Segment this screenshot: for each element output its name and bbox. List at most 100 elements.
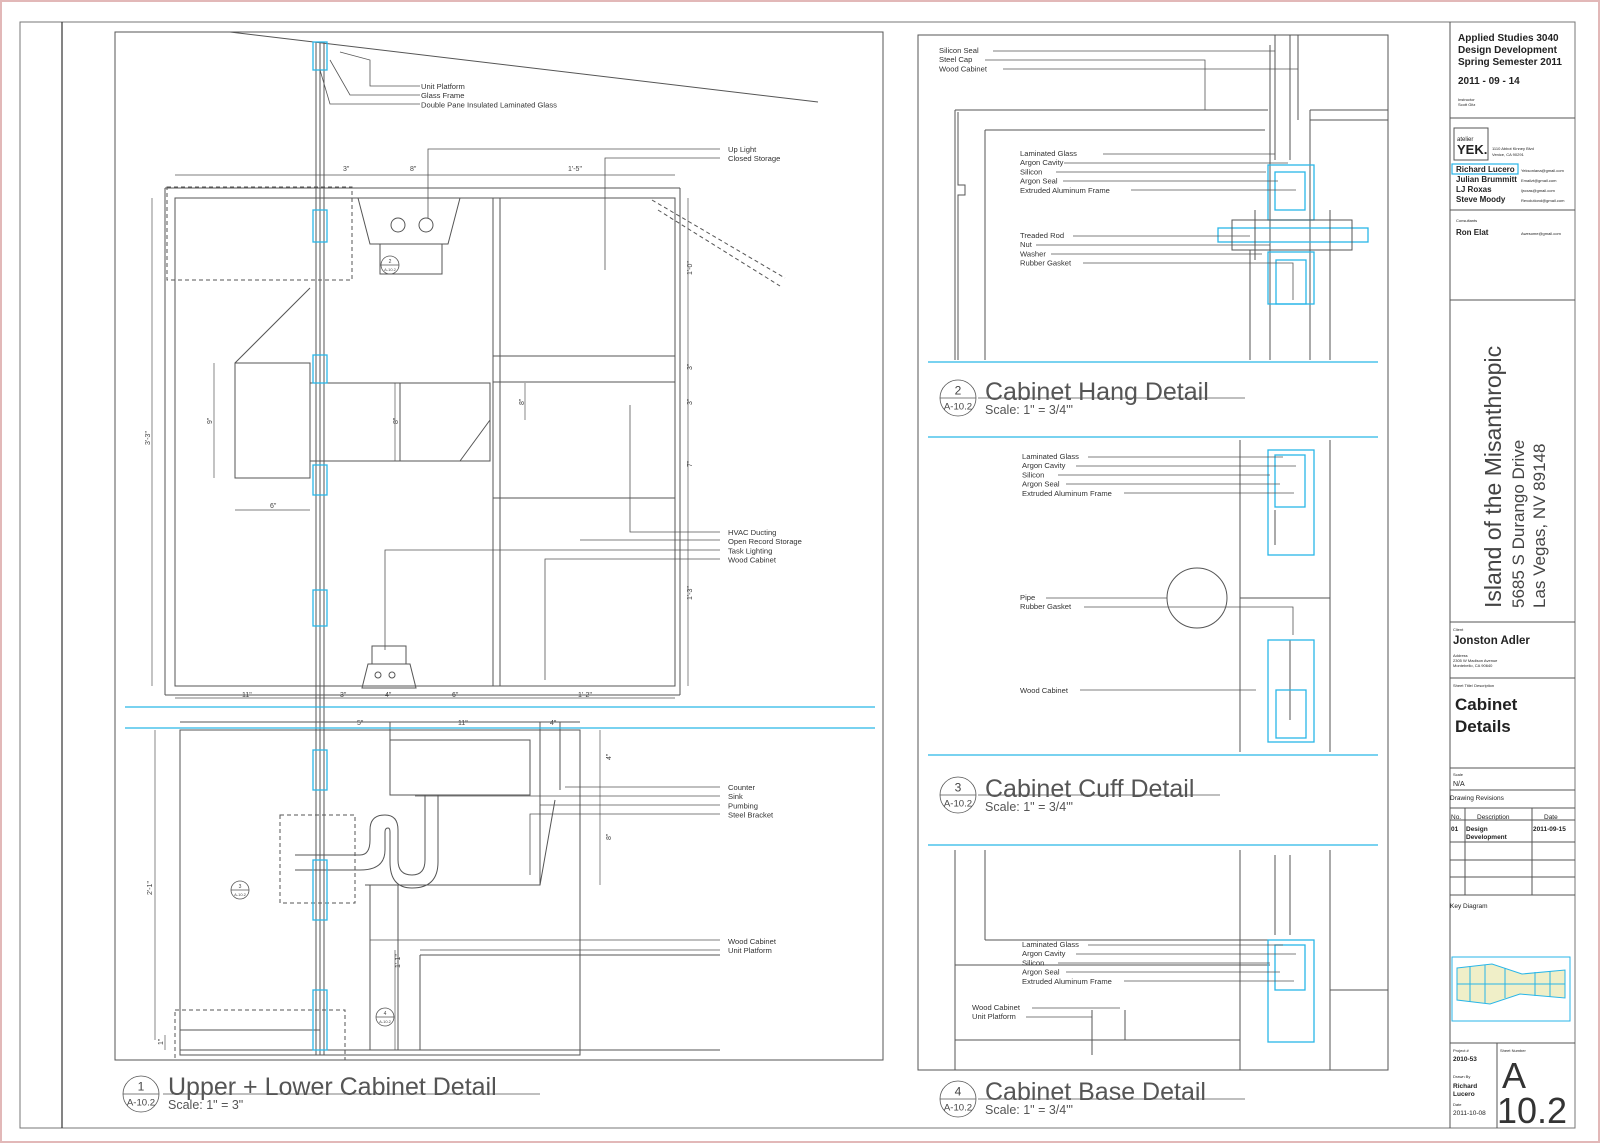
callout-label: Task Lighting	[728, 546, 772, 555]
detail-reference-bubble: 4A-10.2	[939, 1080, 977, 1118]
issue-date: 2011 - 09 - 14	[1458, 76, 1520, 87]
callout-label: Nut	[1020, 240, 1033, 249]
key-diagram-image	[1451, 956, 1571, 1022]
bubble-number: 3	[955, 780, 962, 794]
instructor-name: Scott Gitz	[1458, 102, 1475, 107]
firm-logo: YEK.	[1457, 142, 1487, 157]
revisions-label: Drawing Revisions	[1450, 795, 1505, 802]
detail-reference-bubble: 3A-10.2	[230, 880, 250, 900]
bubble-sheet: A-10.2	[384, 267, 397, 272]
rev-header: No.	[1451, 814, 1461, 821]
detail-reference-bubble: 2A-10.2	[380, 255, 400, 275]
callout-label: Counter	[728, 783, 755, 792]
detail-title-text: Cabinet Base Detail	[985, 1078, 1206, 1106]
callout-label: Laminated Glass	[1020, 149, 1077, 158]
bubble-sheet: A-10.2	[127, 1098, 155, 1109]
callout-label: Laminated Glass	[1022, 940, 1079, 949]
team-member-name: Steve Moody	[1456, 195, 1506, 204]
dimension-label: 7"	[687, 460, 694, 467]
course-line: Applied Studies 3040	[1458, 33, 1559, 44]
bubble-number: 1	[138, 1079, 145, 1093]
bubble-number: 4	[955, 1084, 962, 1098]
consultants-label: Consultants	[1456, 218, 1477, 223]
sheet-title: Details	[1455, 717, 1511, 736]
callout-label: Wood Cabinet	[728, 556, 777, 565]
callout-label: Argon Seal	[1022, 480, 1060, 489]
dimension-label: 3'-3"	[145, 431, 152, 445]
instructor-label: Instructor	[1458, 97, 1475, 102]
detail-scale-text: Scale: 1" = 3/4"'	[985, 1103, 1073, 1117]
client-address: Montebello, CA 90640	[1453, 663, 1493, 668]
dimension-label: 11"	[458, 720, 468, 727]
team-member-name: Julian Brummitt	[1456, 175, 1517, 184]
dimension-label: 8"	[519, 398, 526, 405]
project-address-1: 5685 S Durango Drive	[1509, 440, 1528, 608]
dimension-label: 3"	[687, 363, 694, 370]
callout-label: Closed Storage	[728, 154, 780, 163]
project-name: Island of the Misanthropic	[1480, 346, 1506, 608]
callout-label: Steel Bracket	[728, 811, 774, 820]
callout-label: Laminated Glass	[1022, 452, 1079, 461]
callout-label: Silicon	[1020, 167, 1042, 176]
team-member-name: Richard Lucero	[1456, 165, 1515, 174]
date-label: Date	[1453, 1102, 1462, 1107]
detail-title-text: Cabinet Cuff Detail	[985, 775, 1194, 803]
detail-reference-bubble: 4A-10.2	[375, 1007, 395, 1027]
project-number-label: Project #	[1453, 1048, 1470, 1053]
rev-description: Development	[1466, 834, 1508, 841]
dimension-label: 1'-1"	[395, 954, 402, 968]
callout-label: Argon Cavity	[1022, 461, 1066, 470]
bubble-number: 3	[239, 884, 242, 890]
callout-label: Argon Seal	[1020, 177, 1058, 186]
key-diagram-label: Key Diagram	[1450, 903, 1488, 910]
sheet-number: 10.2	[1497, 1090, 1567, 1131]
dimension-label: 1'-5"	[568, 166, 582, 173]
project-address-2: Las Vegas, NV 89148	[1530, 444, 1549, 608]
detail-1-leaders	[319, 51, 720, 951]
callout-label: Wood Cabinet	[972, 1003, 1021, 1012]
drawn-by: Lucero	[1453, 1091, 1475, 1098]
team-member-email: Revolutiond@gmail.com	[1521, 198, 1565, 203]
detail-scale-text: Scale: 1" = 3/4"'	[985, 403, 1073, 417]
consultant-name: Ron Elat	[1456, 228, 1489, 237]
detail-2-rod	[1231, 210, 1353, 260]
callout-label: Pipe	[1020, 593, 1035, 602]
drawn-by-label: Drawn By	[1453, 1074, 1470, 1079]
firm-address: 1110 Abbot Kinney Blvd	[1492, 146, 1534, 151]
callout-label: HVAC Ducting	[728, 528, 776, 537]
callout-label: Argon Seal	[1022, 968, 1060, 977]
detail-3-leaders	[1046, 456, 1296, 691]
callout-label: Silicon	[1022, 958, 1044, 967]
bubble-number: 4	[384, 1011, 387, 1017]
dimension-label: 4"	[606, 753, 613, 760]
dimension-label: 3"	[340, 692, 347, 699]
callout-label: Unit Platform	[421, 82, 465, 91]
dimension-label: 2'-1"	[147, 881, 154, 895]
callout-label: Extruded Aluminum Frame	[1022, 977, 1112, 986]
detail-scale-text: Scale: 1" = 3/4"'	[985, 800, 1073, 814]
detail-title-text: Cabinet Hang Detail	[985, 378, 1209, 406]
sheet-number-label: Sheet Number	[1500, 1048, 1526, 1053]
bubble-sheet: A-10.2	[944, 1103, 972, 1114]
callout-label: Wood Cabinet	[939, 64, 988, 73]
detail-reference-bubble: 3A-10.2	[939, 776, 977, 814]
callout-label: Argon Cavity	[1020, 158, 1064, 167]
client-address: 2305 W Madison Avenue	[1453, 658, 1498, 663]
sheet-letter: A	[1502, 1055, 1526, 1096]
team-member-email: Yeksonlana@gmail.com	[1521, 168, 1564, 173]
title-block-frame	[1449, 22, 1575, 1128]
firm-small: atelier	[1457, 137, 1473, 143]
callout-label: Argon Cavity	[1022, 949, 1066, 958]
bubble-number: 2	[955, 383, 962, 397]
dimension-label: 6"	[270, 503, 277, 510]
dimension-label: 4"	[385, 692, 392, 699]
bubble-sheet: A-10.2	[234, 892, 247, 897]
team-member-email: Emailzt@gmail.com	[1521, 178, 1557, 183]
rev-header: Date	[1544, 814, 1558, 821]
client-name: Jonston Adler	[1453, 635, 1530, 647]
callout-label: Unit Platform	[728, 946, 772, 955]
callout-label: Wood Cabinet	[728, 937, 777, 946]
callout-label: Rubber Gasket	[1020, 259, 1072, 268]
